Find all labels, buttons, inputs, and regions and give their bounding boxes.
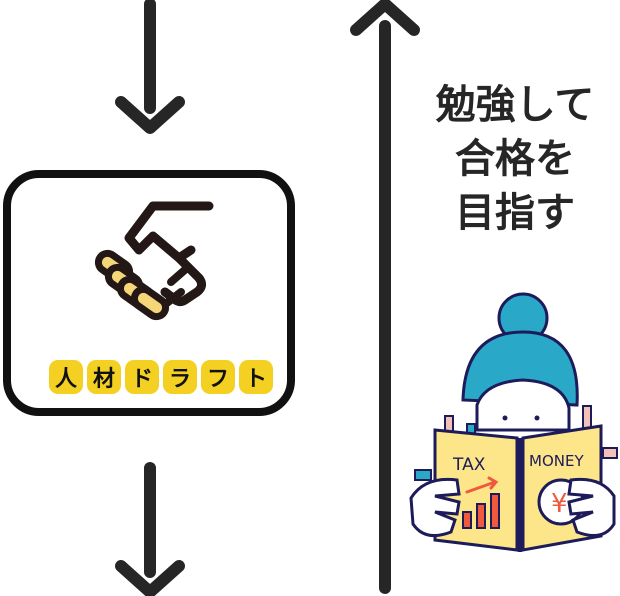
money-label: MONEY: [529, 452, 584, 470]
jinzai-draft-logo-card: 人 材 ド ラ フ ト: [3, 170, 295, 416]
caption-line: 合格を: [455, 136, 575, 182]
logo-badge: ト: [239, 360, 273, 394]
logo-badge: 人: [49, 360, 83, 394]
student-reading-illustration: TAX MONEY ¥: [405, 280, 620, 560]
study-goal-caption: 勉強して 合格を 目指す: [425, 78, 605, 240]
handshake-icon: [91, 198, 221, 328]
tax-label: TAX: [452, 455, 486, 475]
top-down-arrow-icon: [115, 0, 185, 135]
long-up-arrow-icon: [350, 0, 420, 596]
logo-badge: ラ: [163, 360, 197, 394]
logo-badge: フ: [201, 360, 235, 394]
logo-badge: 材: [87, 360, 121, 394]
bottom-down-arrow-icon: [115, 460, 185, 596]
caption-line: 目指す: [455, 190, 575, 236]
yen-symbol: ¥: [551, 489, 568, 519]
caption-line: 勉強して: [435, 82, 595, 128]
logo-badge: ド: [125, 360, 159, 394]
logo-wordmark: 人 材 ド ラ フ ト: [49, 360, 273, 394]
